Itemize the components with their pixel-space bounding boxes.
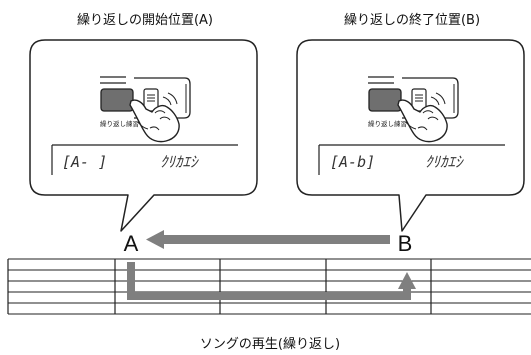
measure-staff [7, 258, 531, 315]
song-playback-caption: ソングの再生(繰り返し) [200, 337, 340, 352]
start-lcd-display: [A- ] ｸﾘｶｴｼ [51, 144, 238, 175]
marker-b-label: B [398, 231, 413, 256]
return-arrow [146, 230, 390, 249]
end-callout-bubble [296, 39, 525, 232]
start-callout: 繰り返し練習 [A- ] ｸﾘｶｴｼ [29, 39, 258, 232]
keyboard-panel-illustration: 繰り返し練習 [368, 76, 459, 143]
lcd-repeat-range: [A-b] [330, 153, 375, 171]
end-position-caption: 繰り返しの終了位置(B) [344, 12, 480, 28]
start-position-caption: 繰り返しの開始位置(A) [77, 13, 213, 28]
pressing-hand-icon [129, 92, 180, 143]
repeat-practice-button-icon [100, 88, 134, 112]
repeat-practice-button-label: 繰り返し練習 [368, 119, 407, 128]
marker-a-label: A [124, 231, 139, 256]
start-callout-bubble [29, 39, 258, 232]
end-lcd-display: [A-b] ｸﾘｶｴｼ [318, 144, 505, 175]
pressing-hand-icon [397, 92, 448, 143]
lcd-repeat-mode: ｸﾘｶｴｼ [160, 153, 199, 171]
lcd-repeat-mode: ｸﾘｶｴｼ [425, 153, 464, 171]
keyboard-panel-illustration: 繰り返し練習 [100, 76, 191, 143]
end-callout: 繰り返し練習 [A-b] ｸﾘｶｴｼ [296, 39, 525, 232]
repeat-practice-button-label: 繰り返し練習 [100, 119, 139, 128]
lcd-repeat-range: [A- ] [62, 153, 107, 171]
repeat-practice-button-icon [368, 88, 402, 112]
playback-arrow [127, 262, 416, 300]
